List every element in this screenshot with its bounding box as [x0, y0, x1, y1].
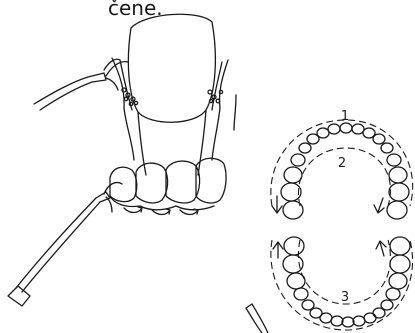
tooth-cross-section	[128, 14, 215, 175]
upper-arch-arrows	[272, 196, 384, 213]
upper-arch-teeth	[281, 123, 409, 219]
small-pick-tool	[246, 304, 268, 333]
gum-tissue	[112, 58, 236, 160]
arch-label-1: 1	[341, 109, 349, 124]
lower-dental-arch	[271, 240, 413, 330]
arch-label-2: 2	[338, 156, 346, 171]
floss-pick-tool	[8, 182, 122, 306]
teeth-row	[110, 158, 226, 210]
motion-arrows	[124, 207, 198, 215]
arch-label-3: 3	[341, 290, 349, 305]
floss-tool-top	[34, 59, 128, 110]
